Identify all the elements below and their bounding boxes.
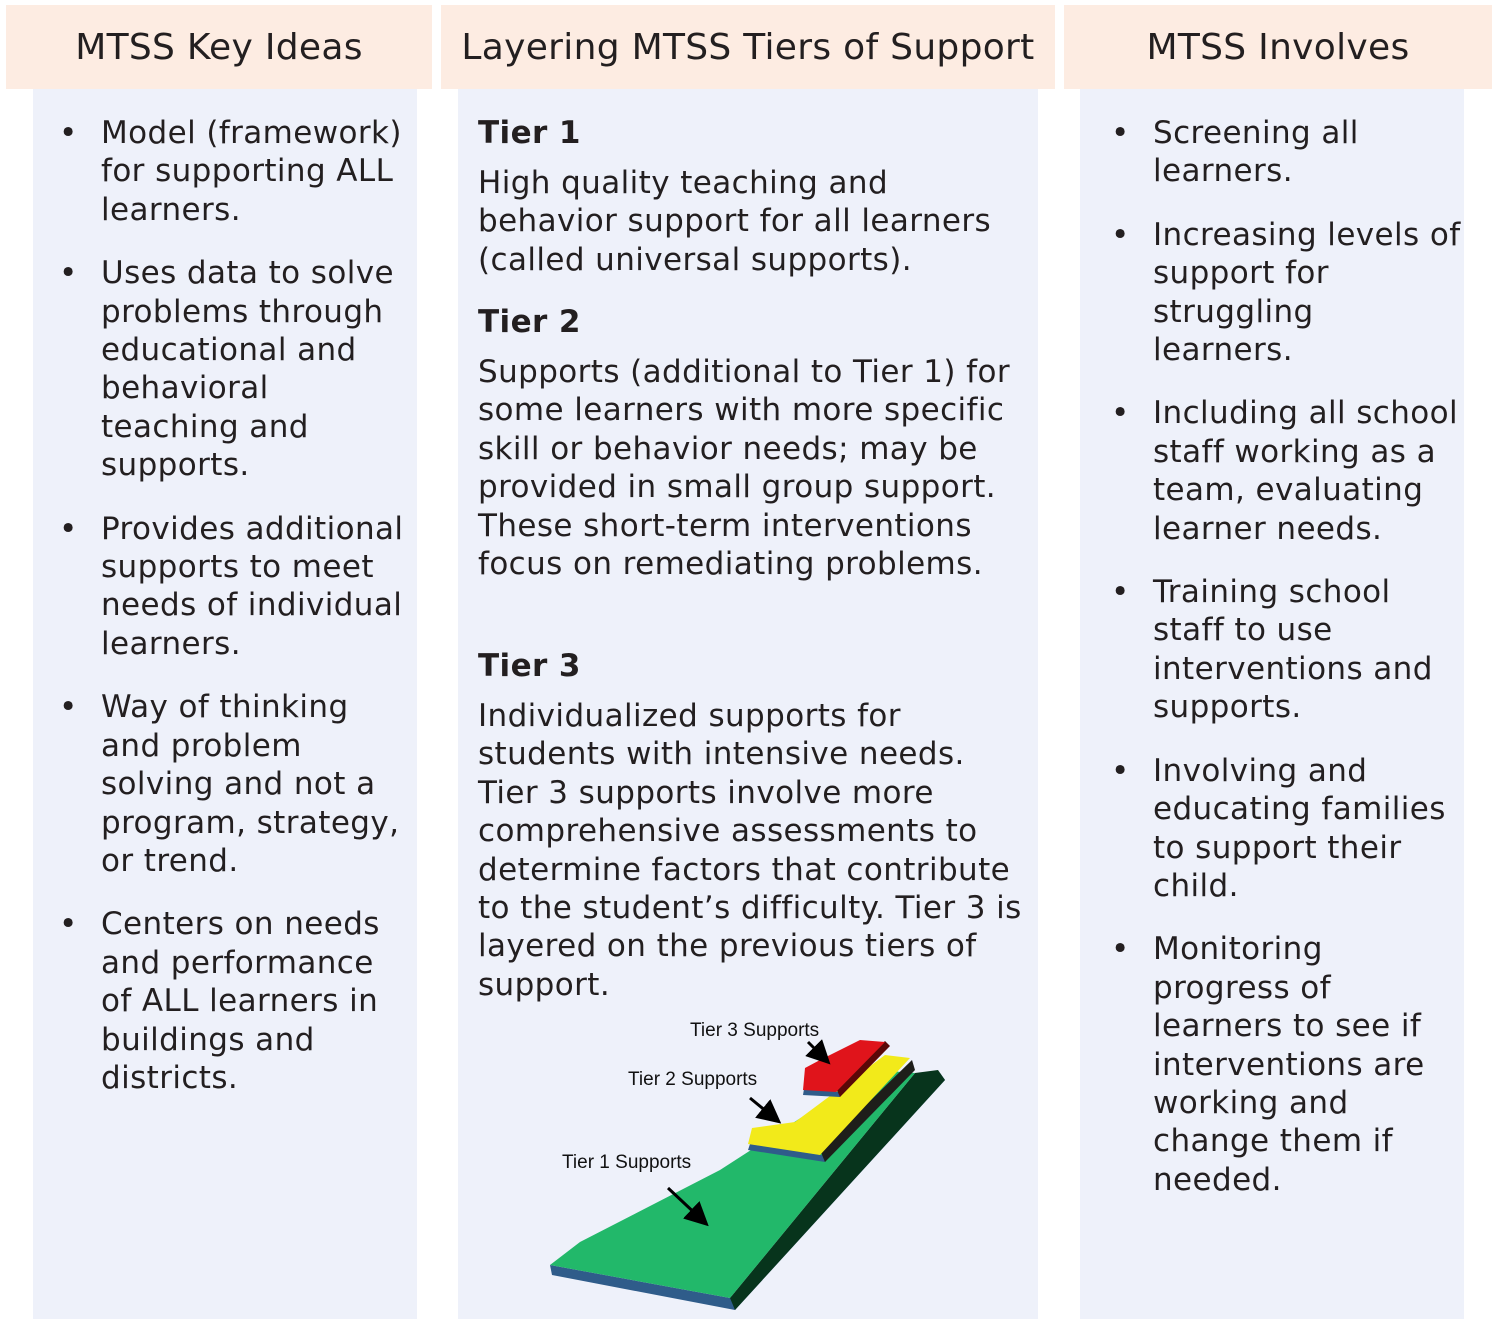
tier-3-arrow	[805, 1039, 831, 1065]
list-item: • Provides additional supports to meet ne…	[59, 510, 413, 664]
header-layering-tiers: Layering MTSS Tiers of Support	[441, 5, 1055, 89]
tier-3-supports-label: Tier 3 Supports	[690, 1020, 819, 1041]
bullet-icon: •	[1111, 752, 1130, 789]
key-ideas-list: • Model (framework) for supporting ALL le…	[59, 114, 413, 1122]
tier-1-supports-label: Tier 1 Supports	[562, 1152, 691, 1173]
tier-3-section: Tier 3 Individualized supports for stude…	[478, 647, 1026, 1004]
tier-1-arrow	[666, 1186, 709, 1227]
list-item-text: Centers on needs and performance of ALL …	[101, 906, 380, 1096]
header-title: MTSS Key Ideas	[75, 26, 363, 68]
column-mtss-involves: • Screening all learners. • Increasing lev…	[1080, 89, 1464, 1319]
list-item-text: Screening all learners.	[1153, 115, 1359, 190]
tier-3-slab-top	[803, 1040, 885, 1092]
list-item-text: Way of thinking and problem solving and …	[101, 689, 400, 879]
tier-1-slab-right-face	[730, 1070, 945, 1310]
bullet-icon: •	[1111, 395, 1130, 432]
bullet-icon: •	[1111, 931, 1130, 968]
list-item-text: Uses data to solve problems through educ…	[101, 255, 394, 484]
list-item-text: Provides additional supports to meet nee…	[101, 510, 404, 662]
list-item: • Model (framework) for supporting ALL le…	[59, 114, 413, 229]
list-item: • Centers on needs and performance of ALL…	[59, 905, 413, 1097]
column-tiers: Tier 1 High quality teaching and behavio…	[458, 89, 1038, 1319]
tier-2-slab-top	[748, 1055, 910, 1155]
list-item: • Uses data to solve problems through edu…	[59, 254, 413, 484]
tier-3-slab	[803, 1040, 890, 1097]
tier-1-text: High quality teaching and behavior suppo…	[478, 165, 992, 278]
bullet-icon: •	[59, 906, 78, 943]
tier-2-text: Supports (additional to Tier 1) for some…	[478, 354, 1010, 583]
header-mtss-involves: MTSS Involves	[1064, 5, 1492, 89]
list-item-text: Involving and educating families to supp…	[1153, 752, 1446, 904]
header-title: Layering MTSS Tiers of Support	[461, 26, 1035, 68]
tier-2-title: Tier 2	[478, 304, 581, 340]
bullet-icon: •	[1111, 115, 1130, 151]
tier-2-section: Tier 2 Supports (additional to Tier 1) f…	[478, 303, 1026, 583]
list-item-text: Increasing levels of support for struggl…	[1153, 216, 1461, 369]
tier-1-title: Tier 1	[478, 115, 581, 151]
list-item: • Including all school staff working as a…	[1111, 394, 1463, 548]
tier-2-slab-bottom	[748, 1144, 827, 1162]
bullet-icon: •	[59, 510, 78, 547]
list-item-text: Training school staff to use interventio…	[1153, 574, 1433, 726]
bullet-icon: •	[1111, 216, 1130, 253]
tier-2-arrow	[749, 1096, 782, 1124]
tier-2-slab	[748, 1055, 915, 1162]
list-item-text: Monitoring progress of learners to see i…	[1153, 931, 1425, 1198]
tier-2-slab-right-face	[820, 1060, 915, 1162]
tier-3-title: Tier 3	[478, 648, 581, 684]
header-mtss-key-ideas: MTSS Key Ideas	[6, 5, 432, 89]
list-item-text: Including all school staff working as a …	[1153, 395, 1459, 547]
tier-3-slab-right-face	[836, 1041, 890, 1097]
list-item-text: Model (framework) for supporting ALL lea…	[101, 115, 402, 228]
tier-3-slab-bottom	[803, 1089, 842, 1097]
list-item: • Increasing levels of support for strugg…	[1111, 216, 1463, 370]
bullet-icon: •	[59, 255, 78, 292]
list-item: • Way of thinking and problem solving and…	[59, 688, 413, 880]
list-item: • Monitoring progress of learners to see …	[1111, 930, 1463, 1199]
tier-2-supports-label: Tier 2 Supports	[628, 1069, 757, 1090]
mtss-involves-list: • Screening all learners. • Increasing lev…	[1111, 114, 1463, 1224]
tier-1-section: Tier 1 High quality teaching and behavio…	[478, 114, 1026, 279]
tier-3-text: Individualized supports for students wit…	[478, 698, 1022, 1003]
tier-1-slab	[550, 1070, 945, 1310]
list-item: • Screening all learners.	[1111, 114, 1463, 191]
list-item: • Training school staff to use interventi…	[1111, 573, 1463, 727]
list-item: • Involving and educating families to sup…	[1111, 752, 1463, 906]
column-key-ideas: • Model (framework) for supporting ALL le…	[33, 89, 417, 1319]
tiers-layer-diagram: Tier 3 Supports Tier 2 Supports Tier 1 S…	[550, 1020, 945, 1310]
bullet-icon: •	[59, 689, 78, 726]
bullet-icon: •	[1111, 574, 1130, 611]
bullet-icon: •	[59, 115, 78, 151]
header-title: MTSS Involves	[1146, 26, 1410, 68]
